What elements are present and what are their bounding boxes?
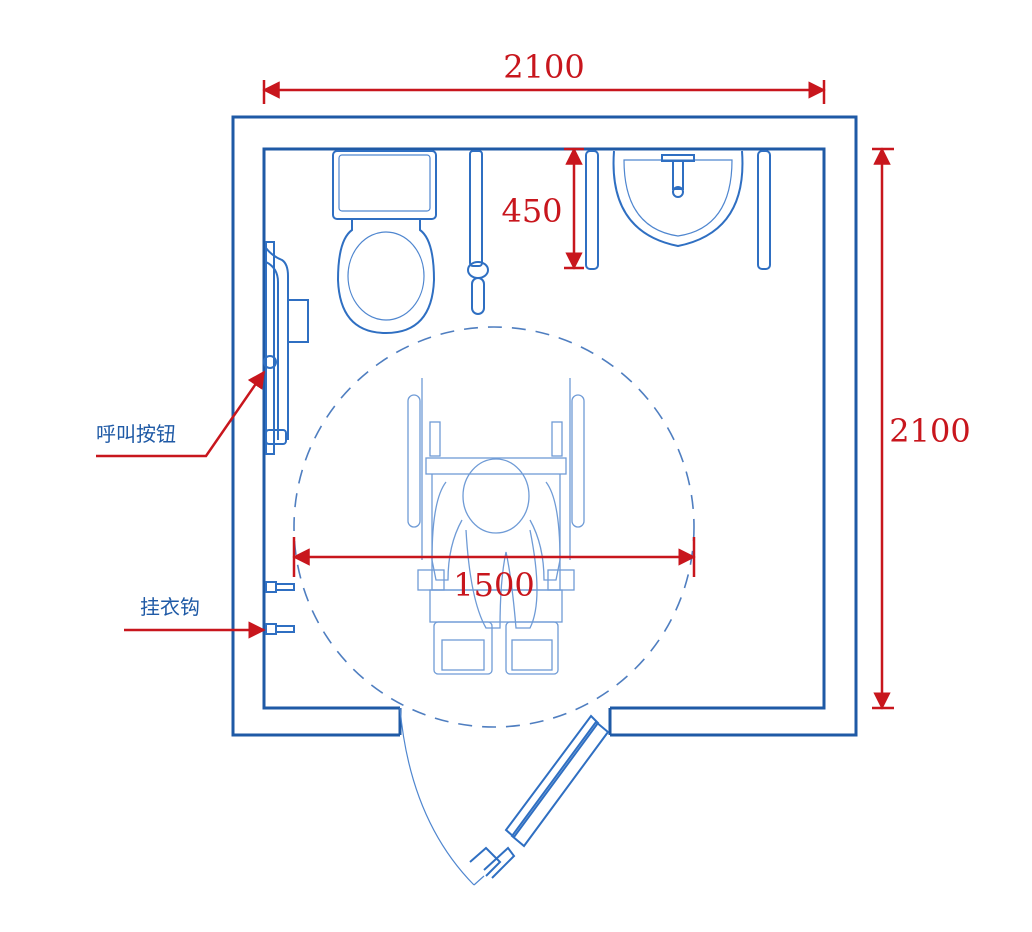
wall-grab-bar-icon bbox=[263, 241, 309, 455]
height-value: 2100 bbox=[889, 412, 970, 450]
coat-hook-label: 挂衣钩 bbox=[140, 595, 200, 619]
grab-bar-dimension: 450 bbox=[501, 147, 584, 270]
wheelchair-icon bbox=[407, 378, 585, 675]
toilet-grab-bar-icon bbox=[467, 150, 489, 315]
coat-hook-leader: 挂衣钩 bbox=[124, 595, 266, 639]
call-button-leader: 呼叫按钮 bbox=[96, 370, 266, 458]
door-icon bbox=[399, 707, 610, 886]
height-dimension: 2100 bbox=[872, 147, 971, 710]
call-button-label: 呼叫按钮 bbox=[96, 422, 176, 446]
turning-circle-dimension: 1500 bbox=[292, 537, 696, 604]
width-value: 2100 bbox=[503, 48, 584, 86]
turning-circle-value: 1500 bbox=[453, 566, 534, 604]
toilet-icon bbox=[332, 150, 437, 335]
washbasin-icon bbox=[585, 150, 771, 270]
coat-hook-icon bbox=[265, 581, 295, 635]
grab-bar-height-value: 450 bbox=[501, 192, 562, 230]
turning-circle bbox=[293, 326, 695, 728]
width-dimension: 2100 bbox=[262, 48, 826, 104]
